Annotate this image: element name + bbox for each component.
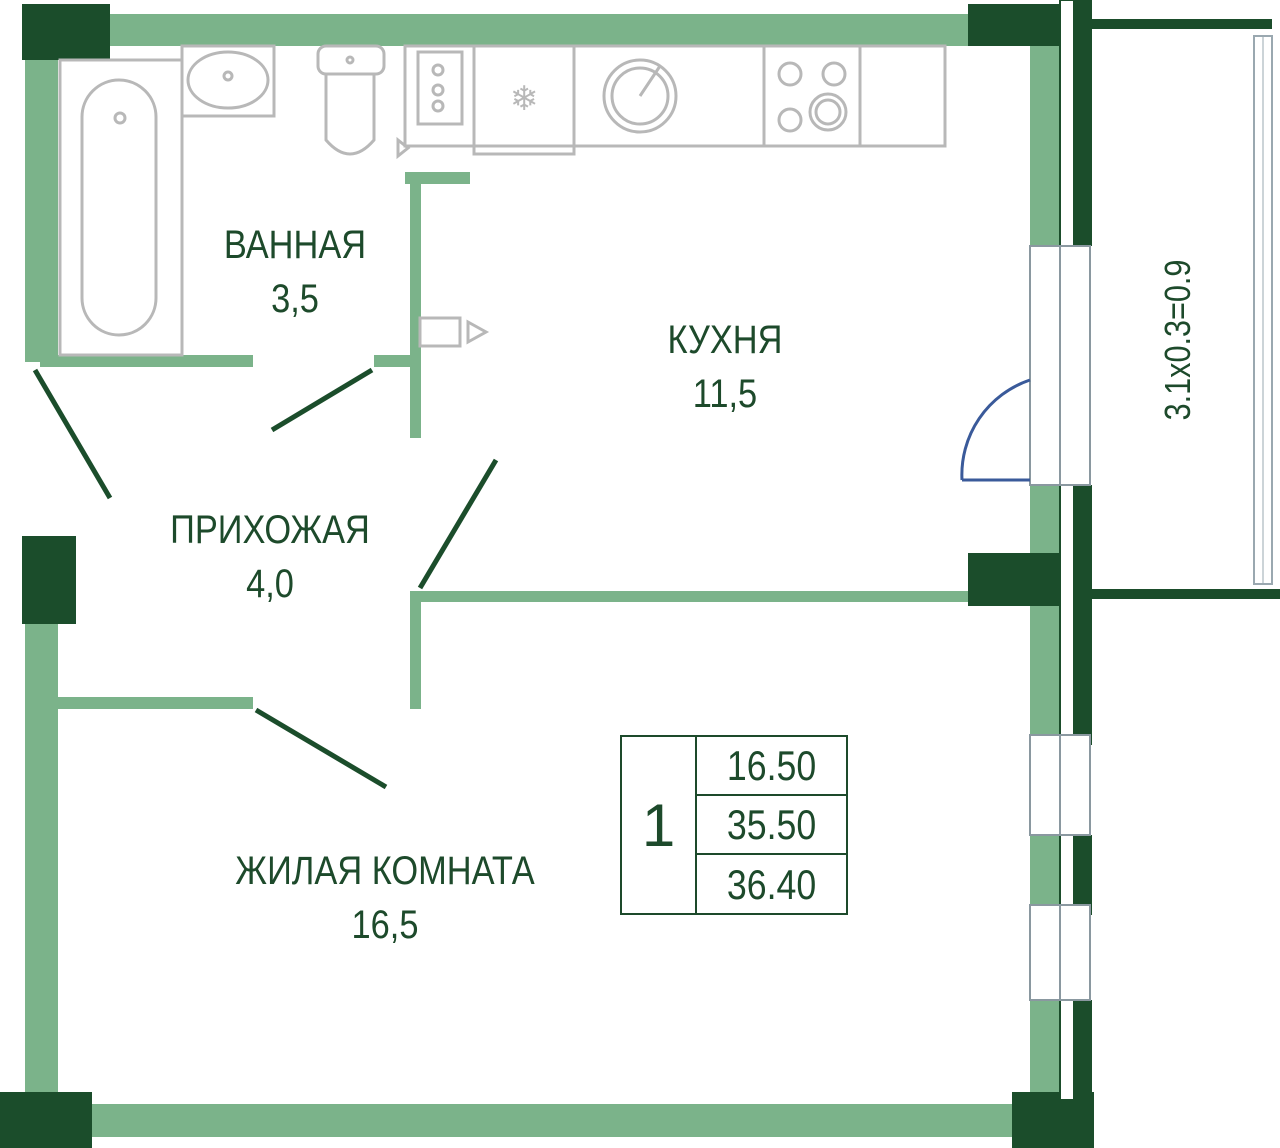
columns — [0, 4, 1094, 1148]
total-area: 35.50 — [726, 800, 817, 848]
total-area-cell: 35.50 — [697, 796, 846, 855]
balcony-dimensions: 3.1x0.3=0.9 — [1157, 259, 1198, 421]
room-label-kitchen: КУХНЯ 11,5 — [639, 313, 811, 421]
total-with-balcony: 36.40 — [726, 860, 817, 908]
stove — [762, 44, 862, 148]
area-summary-table: 1 16.50 35.50 36.40 — [620, 735, 848, 915]
door-bathroom — [270, 367, 374, 433]
room-count: 1 — [622, 737, 697, 913]
wall-living-top — [40, 697, 253, 709]
doors — [32, 367, 499, 790]
wall-left-lower — [25, 540, 58, 1105]
balcony — [1092, 19, 1280, 599]
wall-bath-bottom — [40, 355, 253, 367]
door-entrance — [32, 368, 113, 500]
room-area: 3,5 — [271, 277, 319, 321]
total-with-balcony-cell: 36.40 — [697, 855, 846, 914]
svg-text:❄: ❄ — [510, 79, 539, 119]
room-name: КУХНЯ — [667, 318, 783, 362]
door-living — [254, 707, 388, 790]
room-name: ПРИХОЖАЯ — [170, 508, 370, 552]
balcony-door — [960, 378, 1031, 482]
wall-hall-stub — [410, 591, 421, 709]
sink — [180, 44, 276, 118]
room-area: 16,5 — [351, 903, 419, 947]
wall-left-upper — [25, 14, 58, 362]
wall-kitchen-column-edge — [405, 172, 470, 184]
room-label-bathroom: ВАННАЯ 3,5 — [209, 218, 381, 326]
room-label-hallway: ПРИХОЖАЯ 4,0 — [158, 503, 382, 611]
column-left — [22, 536, 76, 624]
wall-right-mid — [1030, 485, 1060, 735]
column-top-right — [968, 4, 1060, 46]
facade-strip — [1059, 0, 1092, 1110]
room-area: 11,5 — [692, 372, 758, 416]
living-area: 16.50 — [726, 741, 817, 789]
room-label-living-room: ЖИЛАЯ КОМНАТА 16,5 — [235, 844, 536, 952]
gas-meter — [418, 316, 462, 348]
kitchen-fixtures: ❄ — [396, 44, 947, 348]
wall-right-low — [1030, 835, 1060, 905]
boiler — [416, 50, 464, 126]
column-top-left — [22, 4, 110, 60]
windows — [1029, 245, 1091, 1001]
wall-right-upper — [1030, 14, 1060, 246]
room-name: ЖИЛАЯ КОМНАТА — [235, 849, 535, 893]
door-kitchen — [417, 458, 499, 590]
wall-kitchen-bottom — [410, 591, 970, 602]
column-bottom-left — [0, 1092, 92, 1148]
room-name: ВАННАЯ — [223, 223, 367, 267]
living-area-cell: 16.50 — [697, 737, 846, 796]
toilet-tank — [316, 44, 386, 76]
wall-bottom — [25, 1104, 1065, 1137]
bathtub — [58, 58, 184, 357]
wall-bath-stub — [374, 355, 421, 367]
bathroom-fixtures — [58, 44, 386, 357]
wall-bath-right — [410, 180, 421, 438]
wall-top — [25, 14, 1065, 46]
room-area: 4,0 — [246, 562, 294, 606]
column-mid-right — [968, 553, 1060, 606]
